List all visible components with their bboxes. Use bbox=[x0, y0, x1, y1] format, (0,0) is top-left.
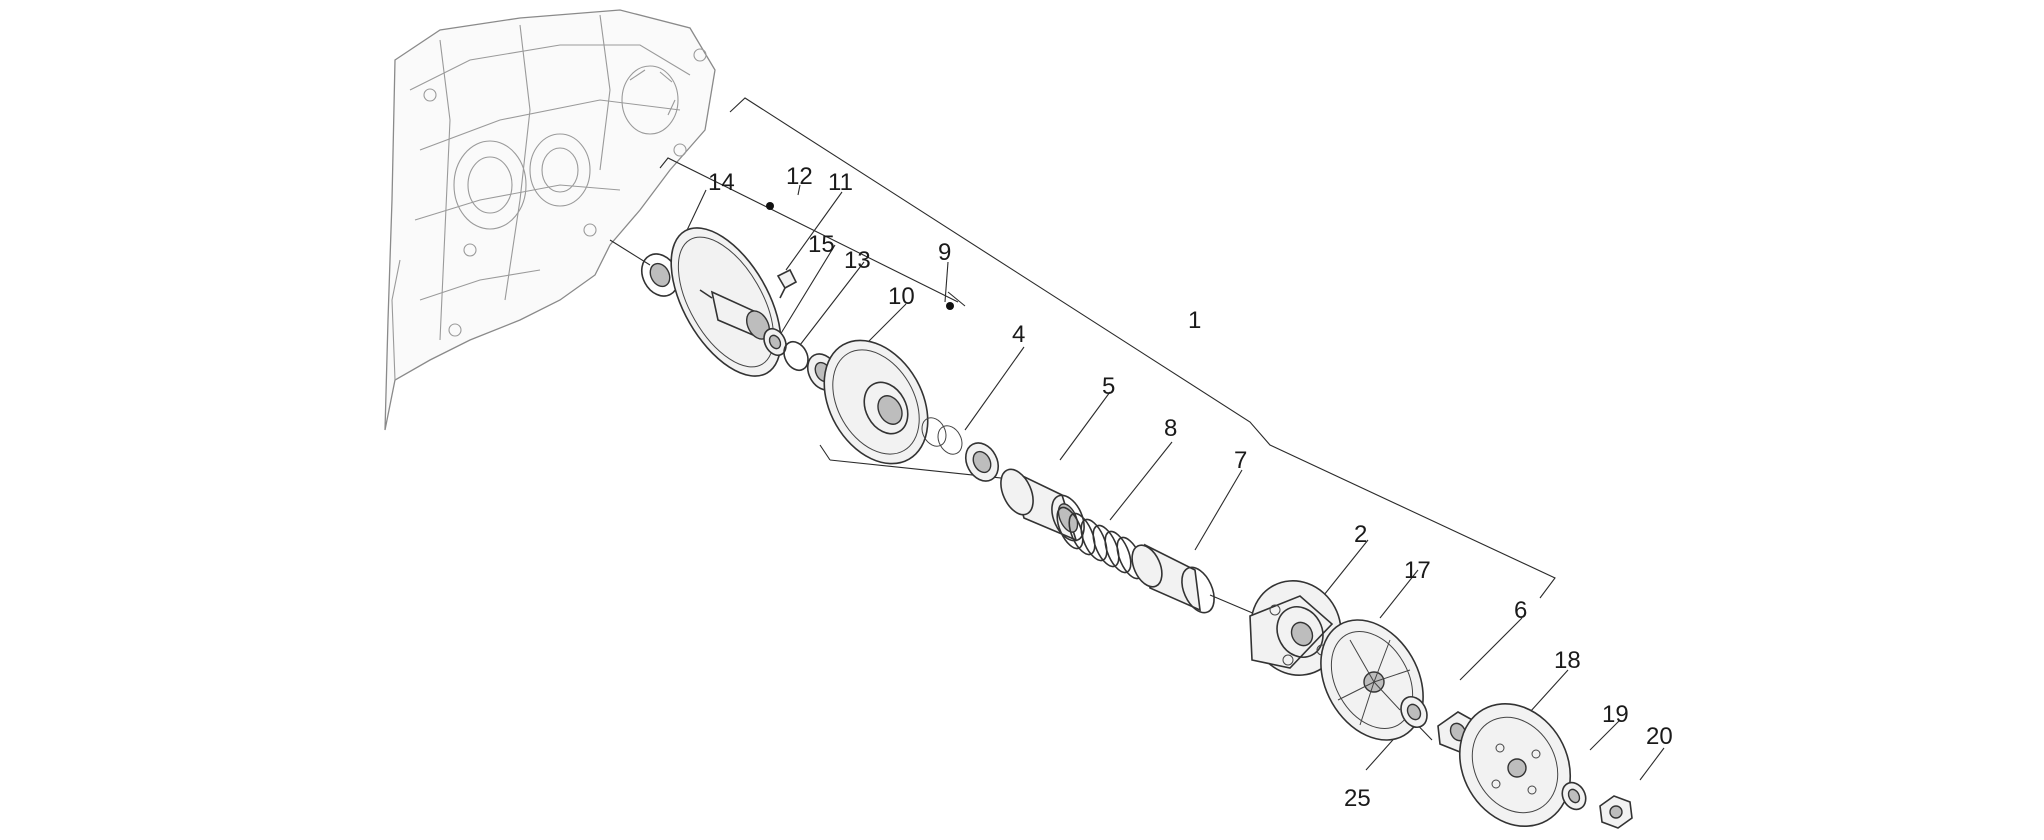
dot-9 bbox=[946, 302, 954, 310]
label-17: 17 bbox=[1404, 557, 1431, 584]
part-labels: 1 2 4 5 6 7 8 9 10 11 12 13 14 15 17 18 … bbox=[708, 163, 1673, 812]
part-17-fan bbox=[1320, 619, 1424, 741]
part-18-clutch-bell bbox=[1458, 702, 1572, 828]
label-8: 8 bbox=[1164, 415, 1177, 442]
part-14-oil-seal bbox=[640, 253, 680, 297]
label-10: 10 bbox=[888, 283, 915, 310]
part-19-washer bbox=[1561, 781, 1587, 811]
label-15: 15 bbox=[808, 231, 835, 258]
label-25: 25 bbox=[1344, 785, 1371, 812]
label-7: 7 bbox=[1234, 447, 1247, 474]
crankcase-housing bbox=[384, 9, 716, 431]
leader-lines bbox=[671, 184, 1665, 781]
label-13: 13 bbox=[844, 247, 871, 274]
label-6: 6 bbox=[1514, 597, 1527, 624]
part-bearing bbox=[964, 442, 1000, 482]
label-18: 18 bbox=[1554, 647, 1581, 674]
part-5-sleeve bbox=[1000, 468, 1085, 542]
part-11-pin bbox=[776, 268, 798, 299]
label-4: 4 bbox=[1012, 321, 1025, 348]
part-9-movable-half-pulley bbox=[823, 339, 929, 465]
label-11: 11 bbox=[828, 169, 853, 196]
label-20: 20 bbox=[1646, 723, 1673, 750]
label-1: 1 bbox=[1188, 307, 1201, 334]
dot-12 bbox=[766, 202, 774, 210]
part-15-bushing bbox=[763, 327, 787, 357]
label-19: 19 bbox=[1602, 701, 1629, 728]
label-2: 2 bbox=[1354, 521, 1367, 548]
part-7-spring-cup bbox=[1131, 543, 1215, 614]
part-20-nut bbox=[1599, 795, 1633, 829]
label-12: 12 bbox=[786, 163, 813, 190]
part-13-ring bbox=[783, 340, 809, 372]
part-25-washer bbox=[1400, 695, 1428, 729]
part-2-clutch bbox=[1249, 580, 1342, 676]
label-5: 5 bbox=[1102, 373, 1115, 400]
label-14: 14 bbox=[708, 169, 735, 196]
part-12-fixed-half-pulley bbox=[670, 227, 782, 377]
part-4-o-rings bbox=[921, 417, 963, 455]
part-8-spring bbox=[1056, 506, 1144, 580]
label-9: 9 bbox=[938, 239, 951, 266]
